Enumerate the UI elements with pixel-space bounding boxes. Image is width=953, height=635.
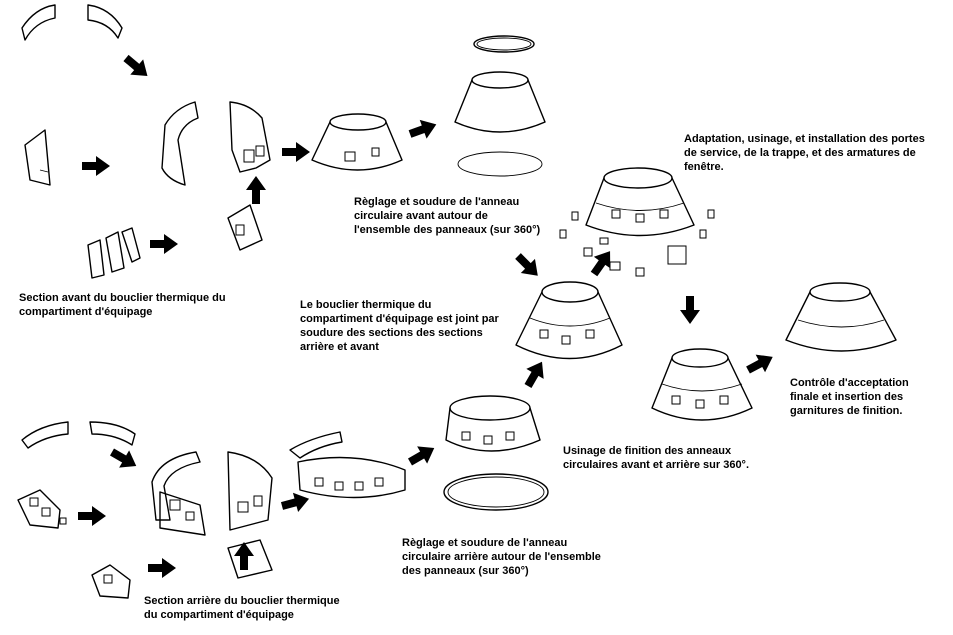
caption-forward-ring: Règlage et soudure de l'anneau circulair… <box>354 196 541 236</box>
forward-ring-assembly <box>454 35 546 177</box>
forward-half-shells <box>161 101 271 251</box>
forward-section-cone <box>311 113 403 171</box>
caption-acceptance: Contrôle d'acceptation finale et inserti… <box>790 377 909 417</box>
aft-half-shells <box>151 451 273 579</box>
finishing-cone <box>651 348 753 421</box>
final-cone <box>785 282 897 352</box>
caption-forward-section: Section avant du bouclier thermique du c… <box>19 292 226 318</box>
caption-aft-ring: Règlage et soudure de l'anneau circulair… <box>402 537 601 577</box>
fitting-cone <box>559 167 715 277</box>
aft-panels <box>17 421 136 599</box>
joined-heat-shield <box>515 281 623 360</box>
aft-section-cone <box>289 431 406 499</box>
forward-panels <box>21 4 141 279</box>
caption-fitting: Adaptation, usinage, et installation des… <box>684 133 925 173</box>
aft-ring-assembly <box>443 395 549 511</box>
caption-joined: Le bouclier thermique du compartiment d'… <box>300 299 499 353</box>
caption-finishing: Usinage de finition des anneaux circulai… <box>563 445 750 471</box>
caption-aft-section: Section arrière du bouclier thermique du… <box>144 595 340 621</box>
